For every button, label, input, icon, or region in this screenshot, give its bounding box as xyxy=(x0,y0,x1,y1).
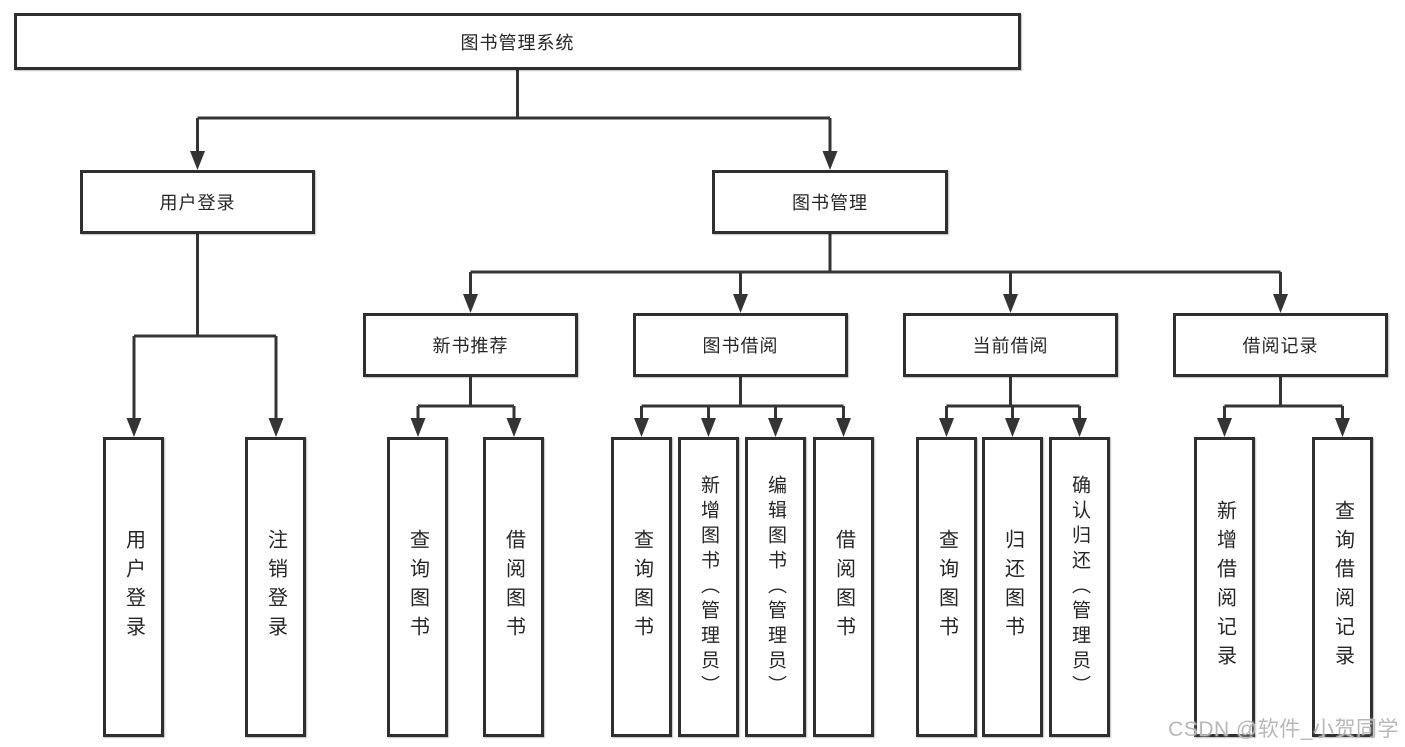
node-new-book-recommend: 新书推荐 xyxy=(363,313,578,377)
leaf-add-books-admin: 新增图书（管理员） xyxy=(678,437,739,737)
node-label: 新书推荐 xyxy=(432,336,509,356)
node-label: 用户登录 xyxy=(159,193,236,213)
leaf-query-books-current: 查询图书 xyxy=(916,437,977,737)
node-label: 当前借阅 xyxy=(972,336,1049,356)
node-borrow-records: 借阅记录 xyxy=(1173,313,1388,377)
csdn-watermark: CSDN @软件_小贺同学 xyxy=(1168,718,1399,741)
leaf-return-books: 归还图书 xyxy=(982,437,1043,737)
node-current-borrow: 当前借阅 xyxy=(903,313,1118,377)
leaf-user-login: 用户登录 xyxy=(103,437,164,737)
node-label: 查询图书 xyxy=(935,529,958,645)
node-label: 图书管理系统 xyxy=(460,32,575,53)
node-label: 用户登录 xyxy=(122,529,145,645)
node-label: 确认归还（管理员） xyxy=(1069,474,1090,700)
node-book-management: 图书管理 xyxy=(712,170,948,234)
leaf-confirm-return-admin: 确认归还（管理员） xyxy=(1049,437,1110,737)
leaf-edit-books-admin: 编辑图书（管理员） xyxy=(745,437,806,737)
leaf-borrow-books-recommend: 借阅图书 xyxy=(483,437,544,737)
node-label: 借阅图书 xyxy=(502,529,525,645)
node-book-borrow: 图书借阅 xyxy=(633,313,848,377)
node-label: 新增图书（管理员） xyxy=(698,474,719,700)
node-user-login: 用户登录 xyxy=(80,170,315,234)
node-label: 编辑图书（管理员） xyxy=(765,474,786,700)
node-label: 查询图书 xyxy=(406,529,429,645)
leaf-query-borrow-record: 查询借阅记录 xyxy=(1312,437,1373,737)
node-label: 查询借阅记录 xyxy=(1331,500,1354,674)
node-label: 图书管理 xyxy=(792,193,868,213)
node-system-root: 图书管理系统 xyxy=(14,13,1021,70)
leaf-query-books-recommend: 查询图书 xyxy=(387,437,448,737)
node-label: 借阅图书 xyxy=(832,529,855,645)
node-label: 新增借阅记录 xyxy=(1213,500,1236,674)
node-label: 归还图书 xyxy=(1001,529,1024,645)
node-label: 查询图书 xyxy=(630,529,653,645)
leaf-query-books-borrow: 查询图书 xyxy=(611,437,672,737)
leaf-borrow-books: 借阅图书 xyxy=(813,437,874,737)
leaf-add-borrow-record: 新增借阅记录 xyxy=(1194,437,1255,737)
arrowheads xyxy=(126,151,1350,437)
node-label: 借阅记录 xyxy=(1242,336,1319,356)
leaf-logout: 注销登录 xyxy=(245,437,306,737)
node-label: 注销登录 xyxy=(264,529,287,645)
node-label: 图书借阅 xyxy=(702,336,779,356)
